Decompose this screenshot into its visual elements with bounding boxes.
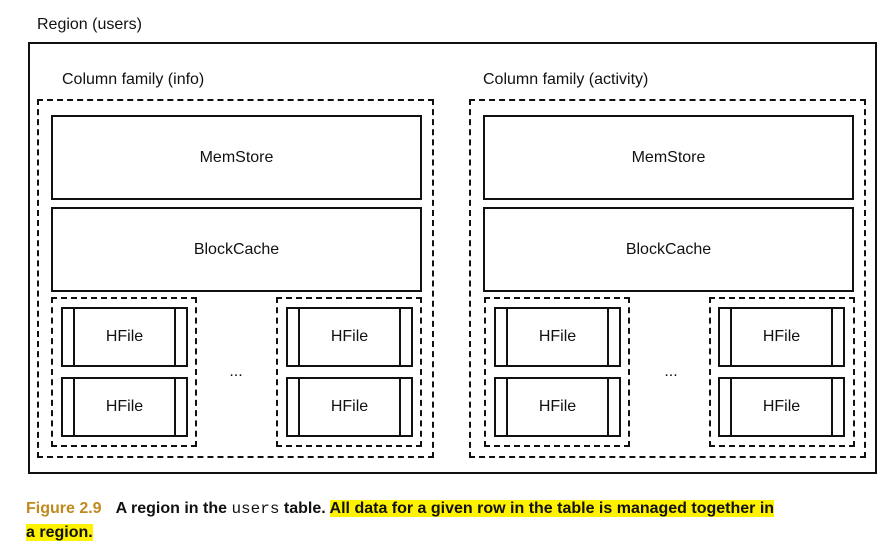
caption-text-after: table. xyxy=(279,500,330,517)
memstore-activity: MemStore xyxy=(483,115,854,200)
hfile-info-2: HFile xyxy=(61,377,188,437)
caption-highlight-line2: a region. xyxy=(26,524,93,541)
region-label: Region (users) xyxy=(37,16,142,33)
column-family-info xyxy=(37,99,434,458)
caption-code: users xyxy=(231,500,280,518)
hfile-group-activity-right xyxy=(709,297,855,447)
memstore-info: MemStore xyxy=(51,115,422,200)
hfile-group-info-left xyxy=(51,297,197,447)
hfile-activity-3: HFile xyxy=(718,307,845,367)
ellipsis-info: ... xyxy=(229,363,243,380)
hfile-info-4: HFile xyxy=(286,377,413,437)
blockcache-activity: BlockCache xyxy=(483,207,854,292)
ellipsis-activity: ... xyxy=(664,363,678,380)
column-family-label-info: Column family (info) xyxy=(62,71,205,88)
hfile-activity-1: HFile xyxy=(494,307,621,367)
hfile-group-info-right xyxy=(276,297,422,447)
caption-text-before: A region in the xyxy=(115,500,232,517)
region-box xyxy=(28,42,877,474)
hfile-activity-2: HFile xyxy=(494,377,621,437)
hfile-group-activity-left xyxy=(484,297,630,447)
figure-number: Figure 2.9 xyxy=(26,500,102,517)
hfile-info-3: HFile xyxy=(286,307,413,367)
column-family-label-activity: Column family (activity) xyxy=(483,71,649,88)
hfile-activity-4: HFile xyxy=(718,377,845,437)
caption-highlight-line1: All data for a given row in the table is… xyxy=(329,500,775,517)
figure-caption: Figure 2.9 A region in the users table. A… xyxy=(26,497,866,544)
hfile-info-1: HFile xyxy=(61,307,188,367)
blockcache-info: BlockCache xyxy=(51,207,422,292)
column-family-activity xyxy=(469,99,866,458)
